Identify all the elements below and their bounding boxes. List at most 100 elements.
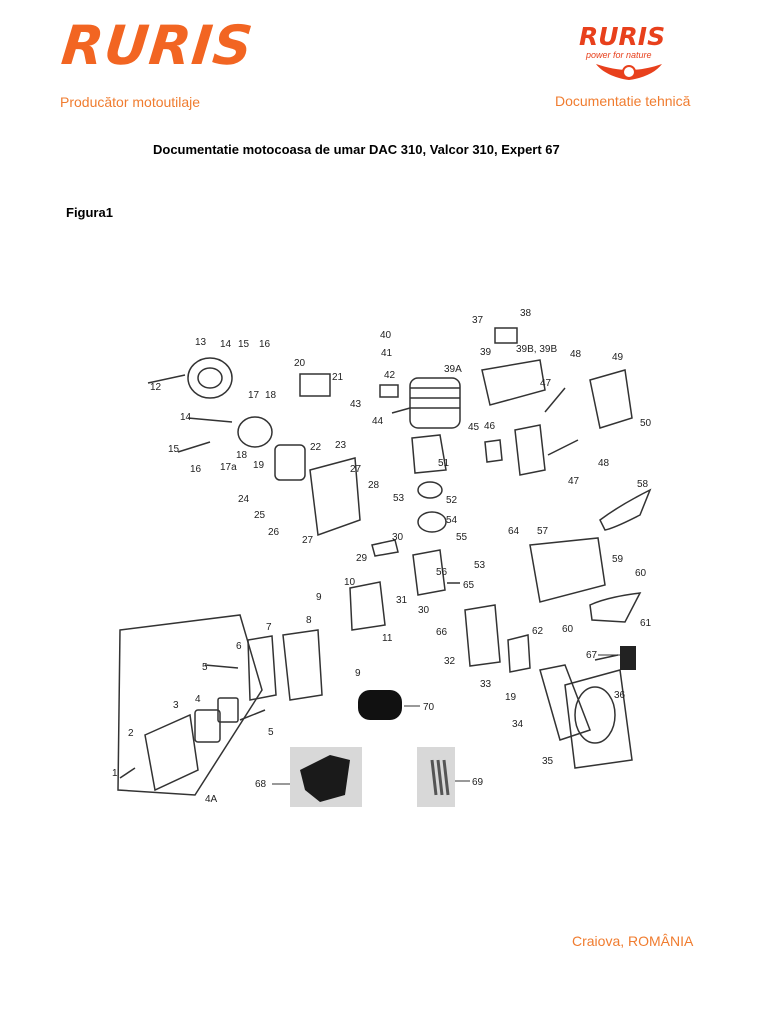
callout-2: 2 [128, 728, 134, 739]
callout-37: 37 [472, 315, 484, 326]
callout-16: 16 [259, 339, 271, 350]
figure-label: Figura1 [66, 205, 113, 220]
callout-9: 9 [355, 668, 361, 679]
callout-38: 38 [520, 308, 532, 319]
callout-47: 47 [540, 378, 552, 389]
callout-5: 5 [202, 662, 208, 673]
callout-32: 32 [444, 656, 456, 667]
diagram-drawing: 1 2 3 4 4A 5 5 6 7 8 9 9 10 11 12 13 14 … [112, 308, 652, 807]
callout-52: 52 [446, 495, 458, 506]
callout-28: 28 [368, 480, 380, 491]
part-67-photo [620, 646, 636, 670]
wings-emblem-icon [596, 64, 662, 80]
callout-9: 9 [316, 592, 322, 603]
callout-27: 27 [302, 535, 314, 546]
callout-53: 53 [393, 493, 405, 504]
callout-22: 22 [310, 442, 322, 453]
callout-7: 7 [266, 622, 272, 633]
footer-location: Craiova, ROMÂNIA [572, 933, 694, 949]
callout-13: 13 [195, 337, 207, 348]
callout-56: 56 [436, 567, 448, 578]
callout-48: 48 [570, 349, 582, 360]
callout-6: 6 [236, 641, 242, 652]
callout-43: 43 [350, 399, 362, 410]
callout-14: 14 [220, 339, 232, 350]
callout-39a: 39A [444, 364, 462, 375]
callout-58: 58 [637, 479, 649, 490]
small-logo-text: RURIS [579, 22, 666, 51]
callout-47: 47 [568, 476, 580, 487]
callout-31: 31 [396, 595, 408, 606]
callout-19: 19 [253, 460, 265, 471]
callout-17a: 17a [220, 462, 237, 473]
ruris-logo: RURIS [58, 14, 257, 77]
callout-60: 60 [635, 568, 647, 579]
callout-14: 14 [180, 412, 192, 423]
header-left-text: Producător motoutilaje [60, 94, 201, 110]
callout-42: 42 [384, 370, 396, 381]
callout-69: 69 [472, 777, 484, 788]
callout-8: 8 [306, 615, 312, 626]
callout-19: 19 [505, 692, 517, 703]
callout-30: 30 [418, 605, 430, 616]
callout-62: 62 [532, 626, 544, 637]
callout-39b: 39B, 39B [516, 344, 557, 355]
callout-59: 59 [612, 554, 624, 565]
callout-51: 51 [438, 458, 450, 469]
callout-17: 17 [248, 390, 260, 401]
callout-15: 15 [238, 339, 250, 350]
callout-18: 18 [236, 450, 248, 461]
callout-70: 70 [423, 702, 435, 713]
callout-36: 36 [614, 690, 626, 701]
callout-44: 44 [372, 416, 384, 427]
document-title: Documentatie motocoasa de umar DAC 310, … [153, 142, 560, 157]
callout-1: 1 [112, 768, 118, 779]
callout-29: 29 [356, 553, 368, 564]
callout-18: 18 [265, 390, 277, 401]
callout-39: 39 [480, 347, 492, 358]
callout-46: 46 [484, 421, 496, 432]
callout-12: 12 [150, 382, 162, 393]
callout-60: 60 [562, 624, 574, 635]
callout-41: 41 [381, 348, 393, 359]
callout-40: 40 [380, 330, 392, 341]
callout-23: 23 [335, 440, 347, 451]
callout-45: 45 [468, 422, 480, 433]
callout-20: 20 [294, 358, 306, 369]
callout-24: 24 [238, 494, 250, 505]
callout-61: 61 [640, 618, 652, 629]
part-69-photo [417, 747, 455, 807]
callout-5: 5 [268, 727, 274, 738]
ruris-small-logo: RURIS power for nature [574, 22, 684, 84]
callout-4a: 4A [205, 794, 218, 805]
callout-25: 25 [254, 510, 266, 521]
callout-27: 27 [350, 464, 362, 475]
callout-53: 53 [474, 560, 486, 571]
callout-16: 16 [190, 464, 202, 475]
exploded-parts-diagram: 1 2 3 4 4A 5 5 6 7 8 9 9 10 11 12 13 14 … [0, 290, 768, 820]
callout-64: 64 [508, 526, 520, 537]
callout-26: 26 [268, 527, 280, 538]
callout-labels: 1 2 3 4 4A 5 5 6 7 8 9 9 10 11 12 13 14 … [112, 308, 652, 805]
callout-35: 35 [542, 756, 554, 767]
callout-65: 65 [463, 580, 475, 591]
part-70-photo [358, 690, 402, 720]
callout-50: 50 [640, 418, 652, 429]
callout-10: 10 [344, 577, 356, 588]
callout-49: 49 [612, 352, 624, 363]
callout-48: 48 [598, 458, 610, 469]
callout-11: 11 [382, 633, 393, 644]
callout-34: 34 [512, 719, 524, 730]
callout-66: 66 [436, 627, 448, 638]
callout-55: 55 [456, 532, 468, 543]
callout-68: 68 [255, 779, 267, 790]
callout-67: 67 [586, 650, 598, 661]
callout-33: 33 [480, 679, 492, 690]
callout-30: 30 [392, 532, 404, 543]
callout-15: 15 [168, 444, 180, 455]
callout-4: 4 [195, 694, 201, 705]
callout-3: 3 [173, 700, 179, 711]
callout-54: 54 [446, 515, 458, 526]
callout-57: 57 [537, 526, 549, 537]
small-logo-tagline: power for nature [586, 50, 652, 60]
